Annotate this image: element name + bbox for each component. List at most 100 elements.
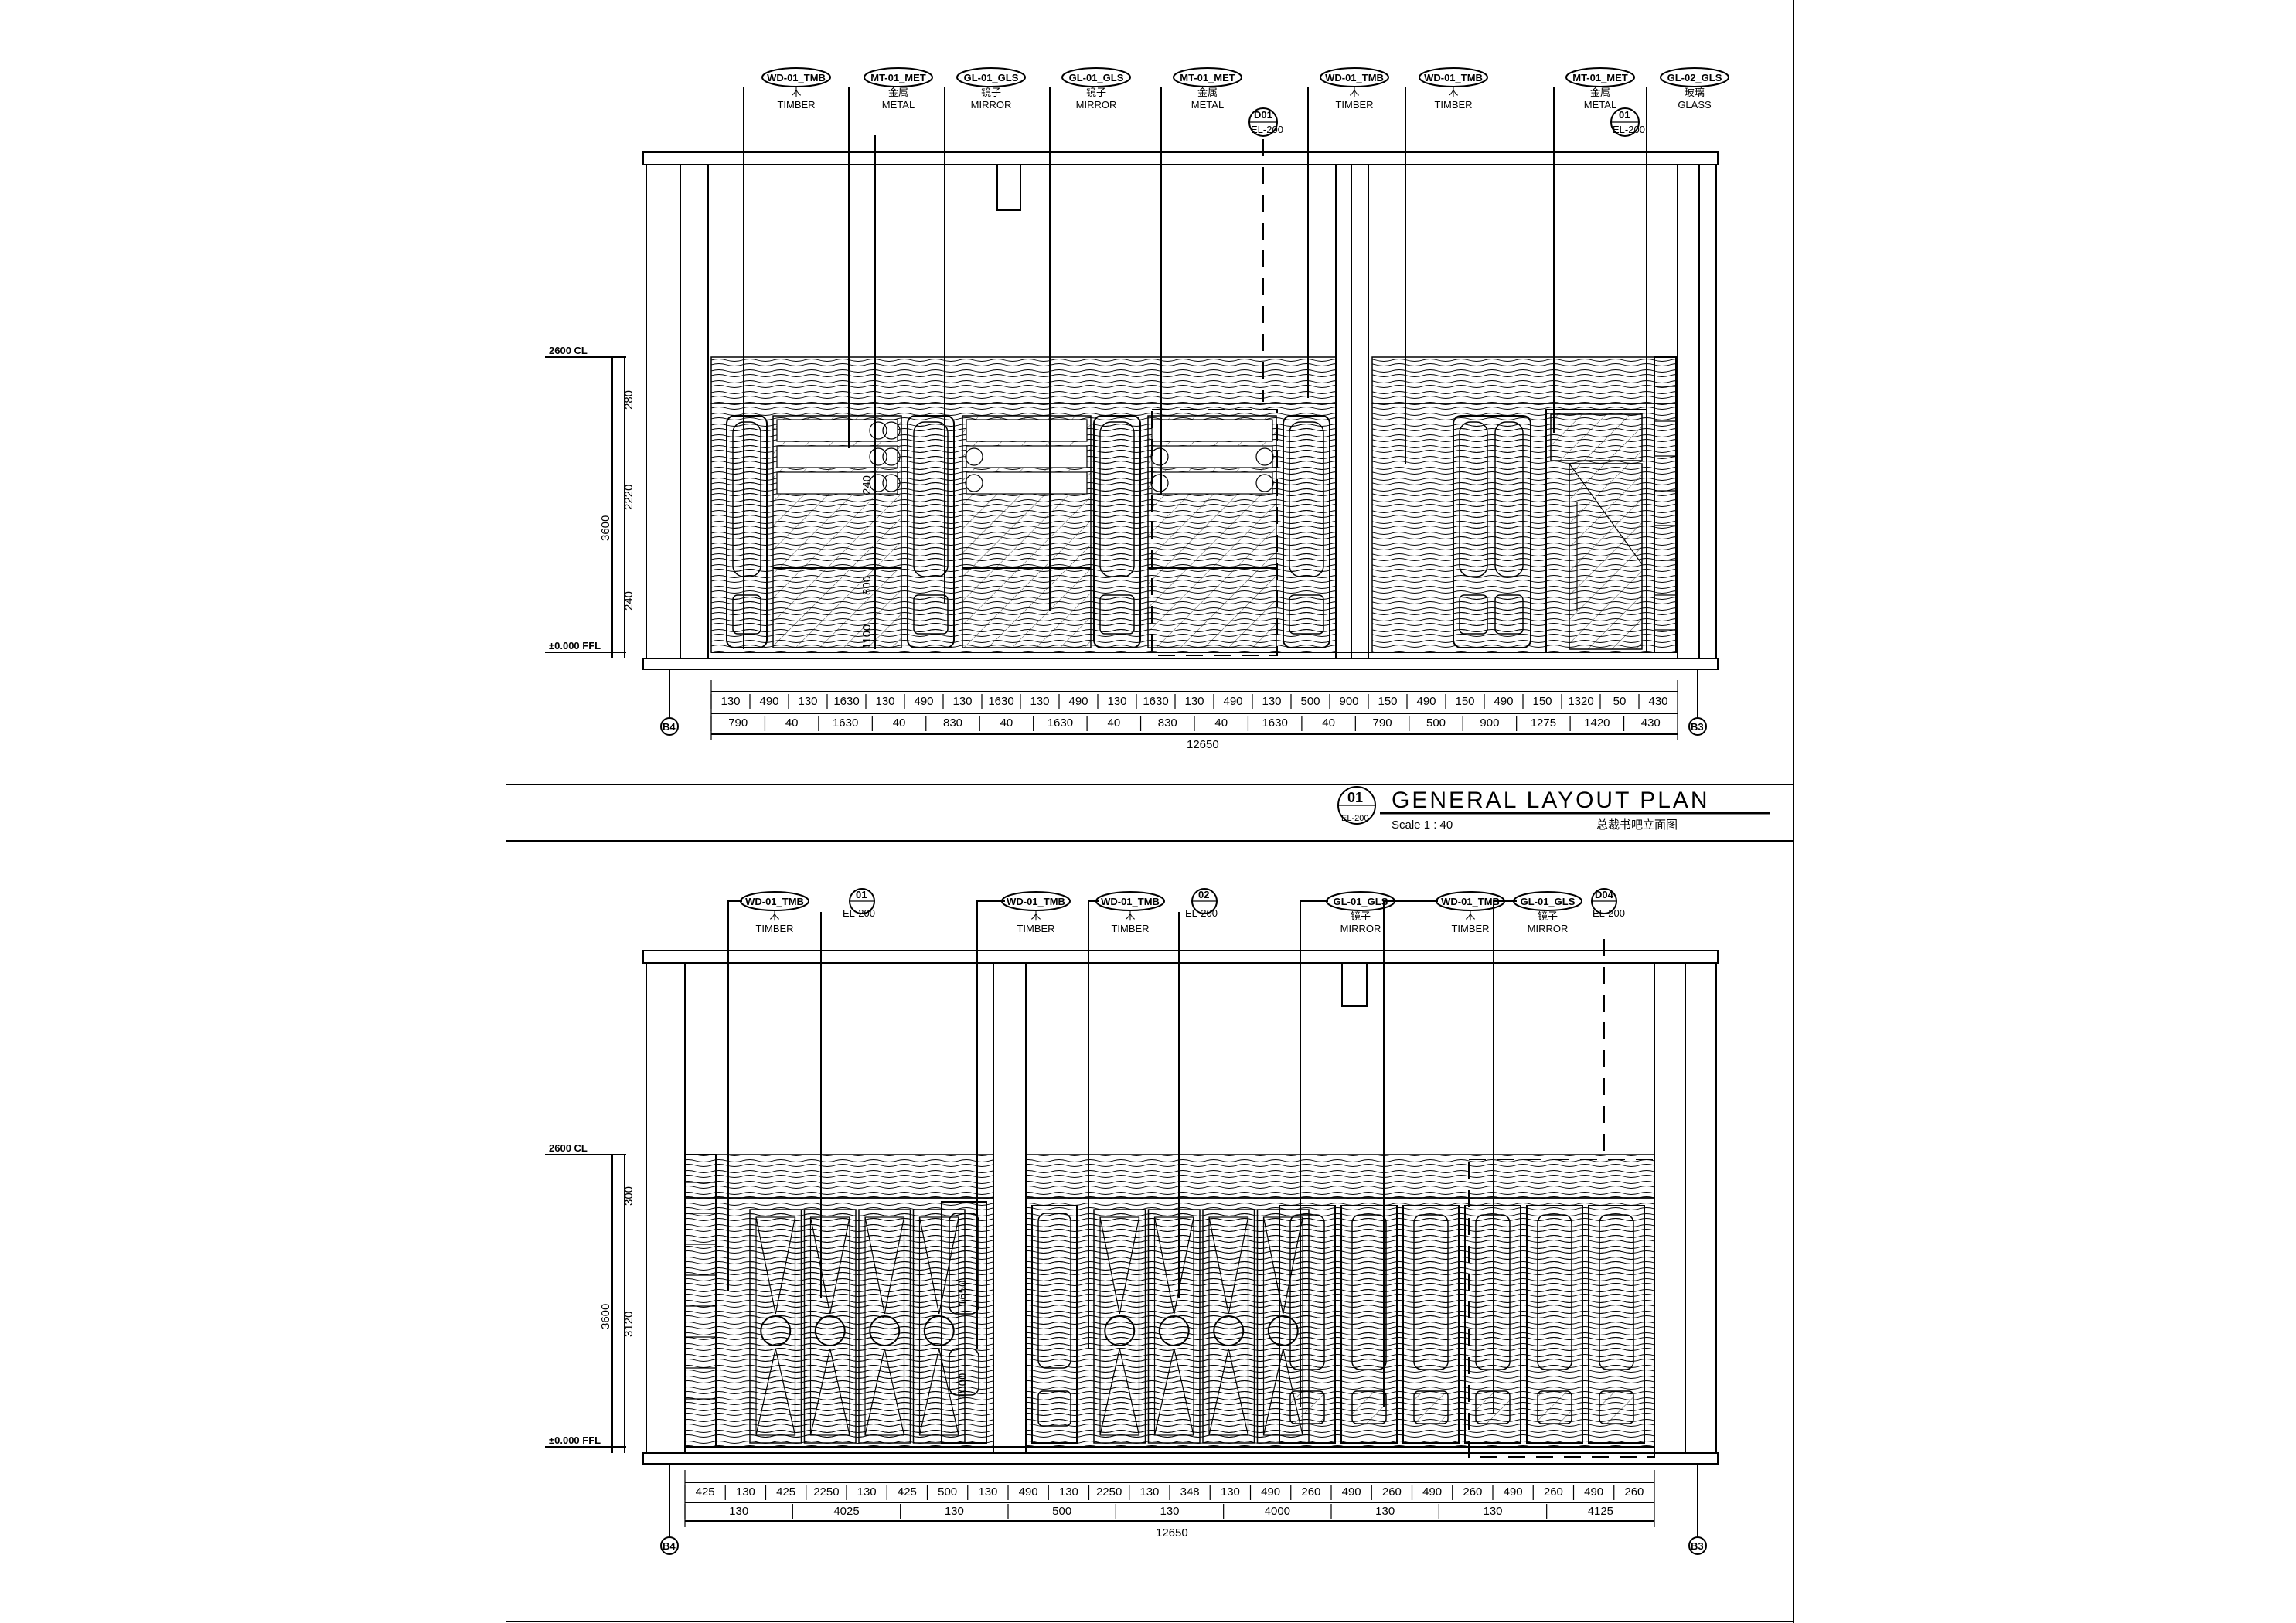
tall-panels-top [726,415,1531,648]
tag-cn: 金属 [888,87,908,98]
dim-value: 130 [857,1485,877,1499]
dim-value: 1630 [833,716,858,730]
level-mark-ceiling: 2600 CL [549,345,588,356]
total-dim-top: 12650 [1187,738,1219,751]
dim-value: 830 [1158,716,1177,730]
tag-leaders-bottom [727,900,1517,1414]
panel [1526,1205,1583,1444]
tag-cn: 镜子 [1086,87,1106,98]
dim-value: 130 [978,1485,997,1499]
tag-en: MIRROR [1528,923,1569,934]
material-tags-bottom: WD-01_TMB木TIMBERWD-01_TMB木TIMBERWD-01_TM… [740,891,1582,934]
narrow-panels-bottom [941,1201,1078,1444]
tag-code: WD-01_TMB [745,896,804,907]
tag-en: MIRROR [1340,923,1381,934]
dim-value: 130 [952,695,972,708]
dim-value: 2250 [1096,1485,1122,1499]
dim-value: 1630 [988,695,1013,708]
dim-value: 130 [945,1505,964,1518]
tag-cn: 金属 [1197,87,1218,98]
vdim-total: 3600 [599,515,612,541]
level-marks-top: 2600 CL ±0.000 FFL [545,345,626,653]
beam-notch-bottom [1341,963,1368,1007]
section-marker-d01: D01 EL-200 [1248,107,1283,137]
tag-en: TIMBER [1017,923,1054,934]
dim-value: 348 [1180,1485,1200,1499]
title-scale: Scale 1 : 40 [1392,818,1453,832]
vdim-3120-bottom: 3120 [622,1312,635,1337]
vertical-dims-top: 3600 280 2220 240 800 1100 240 [599,357,874,658]
panel [1279,1205,1336,1444]
tag-en: GLASS [1678,99,1712,111]
tag-code: WD-01_TMB [1424,72,1483,83]
grid-label-left-bottom: B4 [663,1540,676,1552]
tag-cn: 木 [1448,87,1458,98]
tag-leaders-top [743,87,1647,649]
dim-value: 490 [1223,695,1242,708]
dim-value: 40 [1322,716,1335,730]
horizontal-dims-bottom [684,1470,1655,1527]
detail-box-bottom [1468,1159,1655,1458]
dim-value: 130 [736,1485,755,1499]
tag-en: METAL [882,99,915,111]
vdim-inner-1000: 1000 [956,1373,969,1399]
dim-value: 260 [1301,1485,1320,1499]
dim-value: 490 [1342,1485,1361,1499]
title-text: GENERAL LAYOUT PLAN [1392,788,1710,813]
door-leaf [1202,1209,1255,1444]
dim-value: 130 [1221,1485,1240,1499]
dim-value: 150 [1378,695,1397,708]
dim-value: 150 [1455,695,1474,708]
cornice-band-bottom-left [684,1154,994,1199]
tag-cn: 镜子 [1351,910,1371,922]
side-ladder-top [1654,356,1677,653]
tag-cn: 木 [769,910,779,922]
dim-value: 425 [696,1485,715,1499]
tag-cn: 镜子 [1538,910,1558,922]
dim-value: 130 [1059,1485,1078,1499]
level-mark-ceiling-bottom: 2600 CL [549,1142,588,1154]
dim-value: 130 [1184,695,1204,708]
tag-code: WD-01_TMB [1101,896,1160,907]
dim-value: 130 [720,695,740,708]
dim-value: 4025 [833,1505,859,1518]
dim-value: 260 [1544,1485,1563,1499]
tag-code: WD-01_TMB [1441,896,1500,907]
dim-value: 130 [1262,695,1281,708]
dim-value: 130 [1375,1505,1395,1518]
tag-cn: 木 [1349,87,1359,98]
dim-value: 490 [1494,695,1513,708]
dim-value: 490 [1416,695,1436,708]
door-sets-bottom [749,1209,1310,1444]
panel [1402,1205,1460,1444]
grid-bubble-left-top [660,717,679,736]
cornice-band-left [710,356,1337,404]
dim-value: 900 [1480,716,1499,730]
dim-value: 490 [1019,1485,1038,1499]
svg-text:EL-200: EL-200 [1593,907,1625,919]
material-tags-top: WD-01_TMB木TIMBERMT-01_MET金属METALGL-01_GL… [761,67,1729,111]
dim-value: 1420 [1584,716,1610,730]
dim-value: 130 [798,695,817,708]
door-leaf [858,1209,911,1444]
tag-cn: 木 [1465,910,1475,922]
svg-text:EL-200: EL-200 [1613,124,1645,135]
level-mark-floor: ±0.000 FFL [549,640,601,652]
panel [1588,1205,1645,1444]
vdim-240: 240 [622,591,635,611]
tag-en: MIRROR [971,99,1012,111]
dim-value: 490 [1584,1485,1603,1499]
tag-code: MT-01_MET [1572,72,1628,83]
vdim-inner-1100: 1100 [860,624,874,649]
dim-value: 130 [1107,695,1126,708]
vdim-2220: 2220 [622,485,635,510]
dim-value: 790 [728,716,748,730]
svg-text:EL-200: EL-200 [843,907,875,919]
